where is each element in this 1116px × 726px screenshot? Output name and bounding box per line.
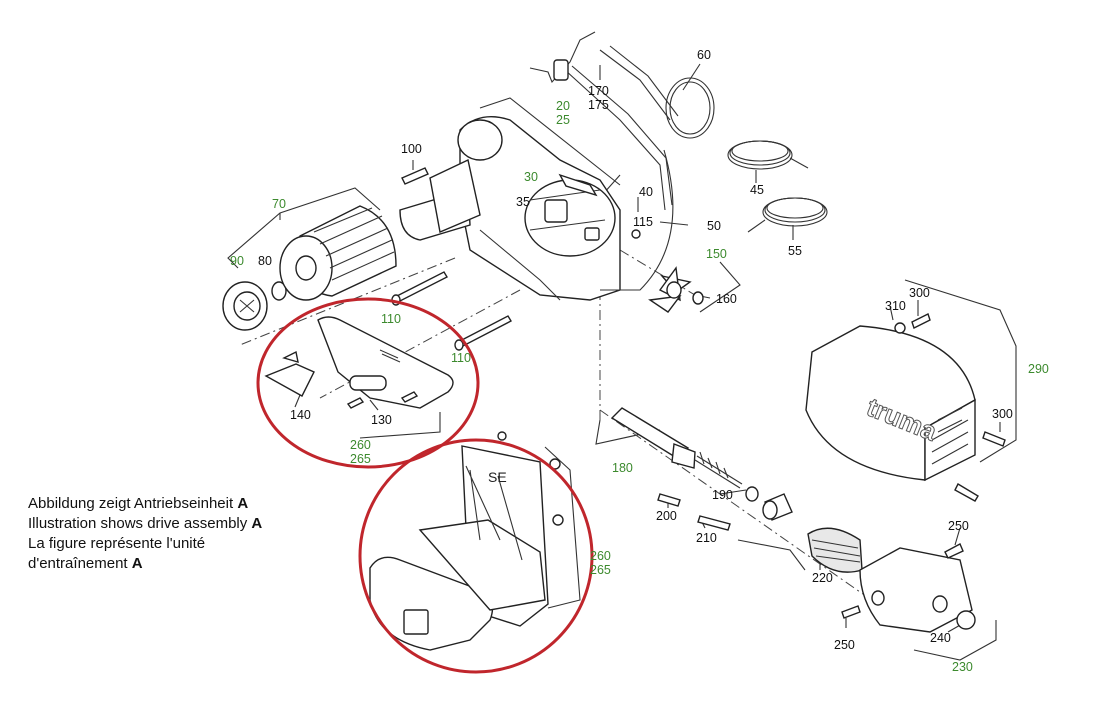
label-90: 90: [230, 254, 244, 268]
label-30: 30: [524, 170, 538, 184]
washer-part-190: [745, 486, 759, 502]
highlight-circle-bracket: [358, 438, 594, 674]
label-140: 140: [290, 408, 311, 422]
caption-line-fr-text: d'entraînement: [28, 555, 132, 572]
label-40: 40: [639, 185, 653, 199]
highlight-circles: [256, 297, 594, 674]
label-300-b: 300: [992, 407, 1013, 421]
motor-housing-part: [399, 116, 621, 301]
label-170: 170: [588, 84, 609, 98]
bracket-marking: SE: [488, 469, 507, 485]
label-45: 45: [750, 183, 764, 197]
label-50: 50: [707, 219, 721, 233]
caption-line-en-text: Illustration shows drive assembly: [28, 515, 252, 532]
label-240: 240: [930, 631, 951, 645]
mounting-bracket-part: [369, 431, 564, 651]
bolt-part-210: [697, 515, 731, 531]
fan-impeller-part: [648, 266, 692, 313]
label-265-a: 265: [350, 452, 371, 466]
clip-ring-part: [271, 281, 287, 301]
caption-line-de-text: Abbildung zeigt Antriebseinheit: [28, 495, 238, 512]
caption-assembly-letter-fr: A: [131, 555, 143, 572]
label-70: 70: [272, 197, 286, 211]
label-160: 160: [716, 292, 737, 306]
nut-part: [692, 291, 704, 305]
mounting-plate-part: [317, 316, 454, 409]
end-cap-part: [222, 281, 268, 331]
label-110-b: 110: [451, 351, 471, 365]
label-35: 35: [516, 195, 530, 209]
label-300-a: 300: [909, 286, 930, 300]
label-60: 60: [697, 48, 711, 62]
ribbed-drum-part: [279, 205, 397, 301]
cable-tie-part: [665, 77, 715, 139]
part-number-labels: 20 25 30 35 40 45 50 55 60 70 80 90 100 …: [230, 48, 1049, 674]
gear-housing-part: [859, 547, 973, 633]
highlight-circle-plate: [256, 297, 480, 469]
label-230: 230: [952, 660, 973, 674]
label-180: 180: [612, 461, 633, 475]
label-20: 20: [556, 99, 570, 113]
small-screw-part: [631, 229, 641, 239]
label-250-a: 250: [948, 519, 969, 533]
drive-shaft-part: [610, 407, 743, 489]
coupling-part: [762, 493, 793, 521]
label-80: 80: [258, 254, 272, 268]
caption-line-fr-2: d'entraînement A: [28, 554, 262, 574]
washer-part: [894, 322, 906, 334]
caption-line-de: Abbildung zeigt Antriebseinheit A: [28, 494, 262, 514]
coiled-cable-part-55: [747, 197, 828, 233]
label-130: 130: [371, 413, 392, 427]
screw-parts-250: [841, 543, 964, 619]
label-210: 210: [696, 531, 717, 545]
label-265-b: 265: [590, 563, 611, 577]
label-150: 150: [706, 247, 727, 261]
label-200: 200: [656, 509, 677, 523]
clip-part: [264, 350, 315, 397]
label-25: 25: [556, 113, 570, 127]
label-55: 55: [788, 244, 802, 258]
label-290: 290: [1028, 362, 1049, 376]
caption-assembly-letter-de: A: [237, 495, 249, 512]
screw-parts-300: [911, 313, 1006, 502]
long-bolt-parts: [391, 271, 512, 351]
caption-line-fr-1: La figure représente l'unité: [28, 535, 206, 552]
cable-harness-part: [529, 31, 679, 291]
label-100: 100: [401, 142, 422, 156]
label-250-b: 250: [834, 638, 855, 652]
label-220: 220: [812, 571, 833, 585]
label-175: 175: [588, 98, 609, 112]
label-260-a: 260: [350, 438, 371, 452]
caption-line-en: Illustration shows drive assembly A: [28, 514, 262, 534]
label-190: 190: [712, 488, 733, 502]
coiled-cable-part-45: [727, 140, 809, 170]
plug-part-240: [956, 610, 976, 630]
caption-assembly-letter-en: A: [251, 515, 263, 532]
motor-cover-part: [805, 325, 976, 482]
label-260-b: 260: [590, 549, 611, 563]
pin-part: [401, 167, 429, 185]
label-110-a: 110: [381, 312, 401, 326]
label-115: 115: [633, 215, 653, 229]
caption: Abbildung zeigt Antriebseinheit A Illust…: [28, 494, 262, 574]
worm-gear-part: [807, 527, 863, 573]
bolt-part-200: [657, 493, 681, 507]
label-310: 310: [885, 299, 906, 313]
